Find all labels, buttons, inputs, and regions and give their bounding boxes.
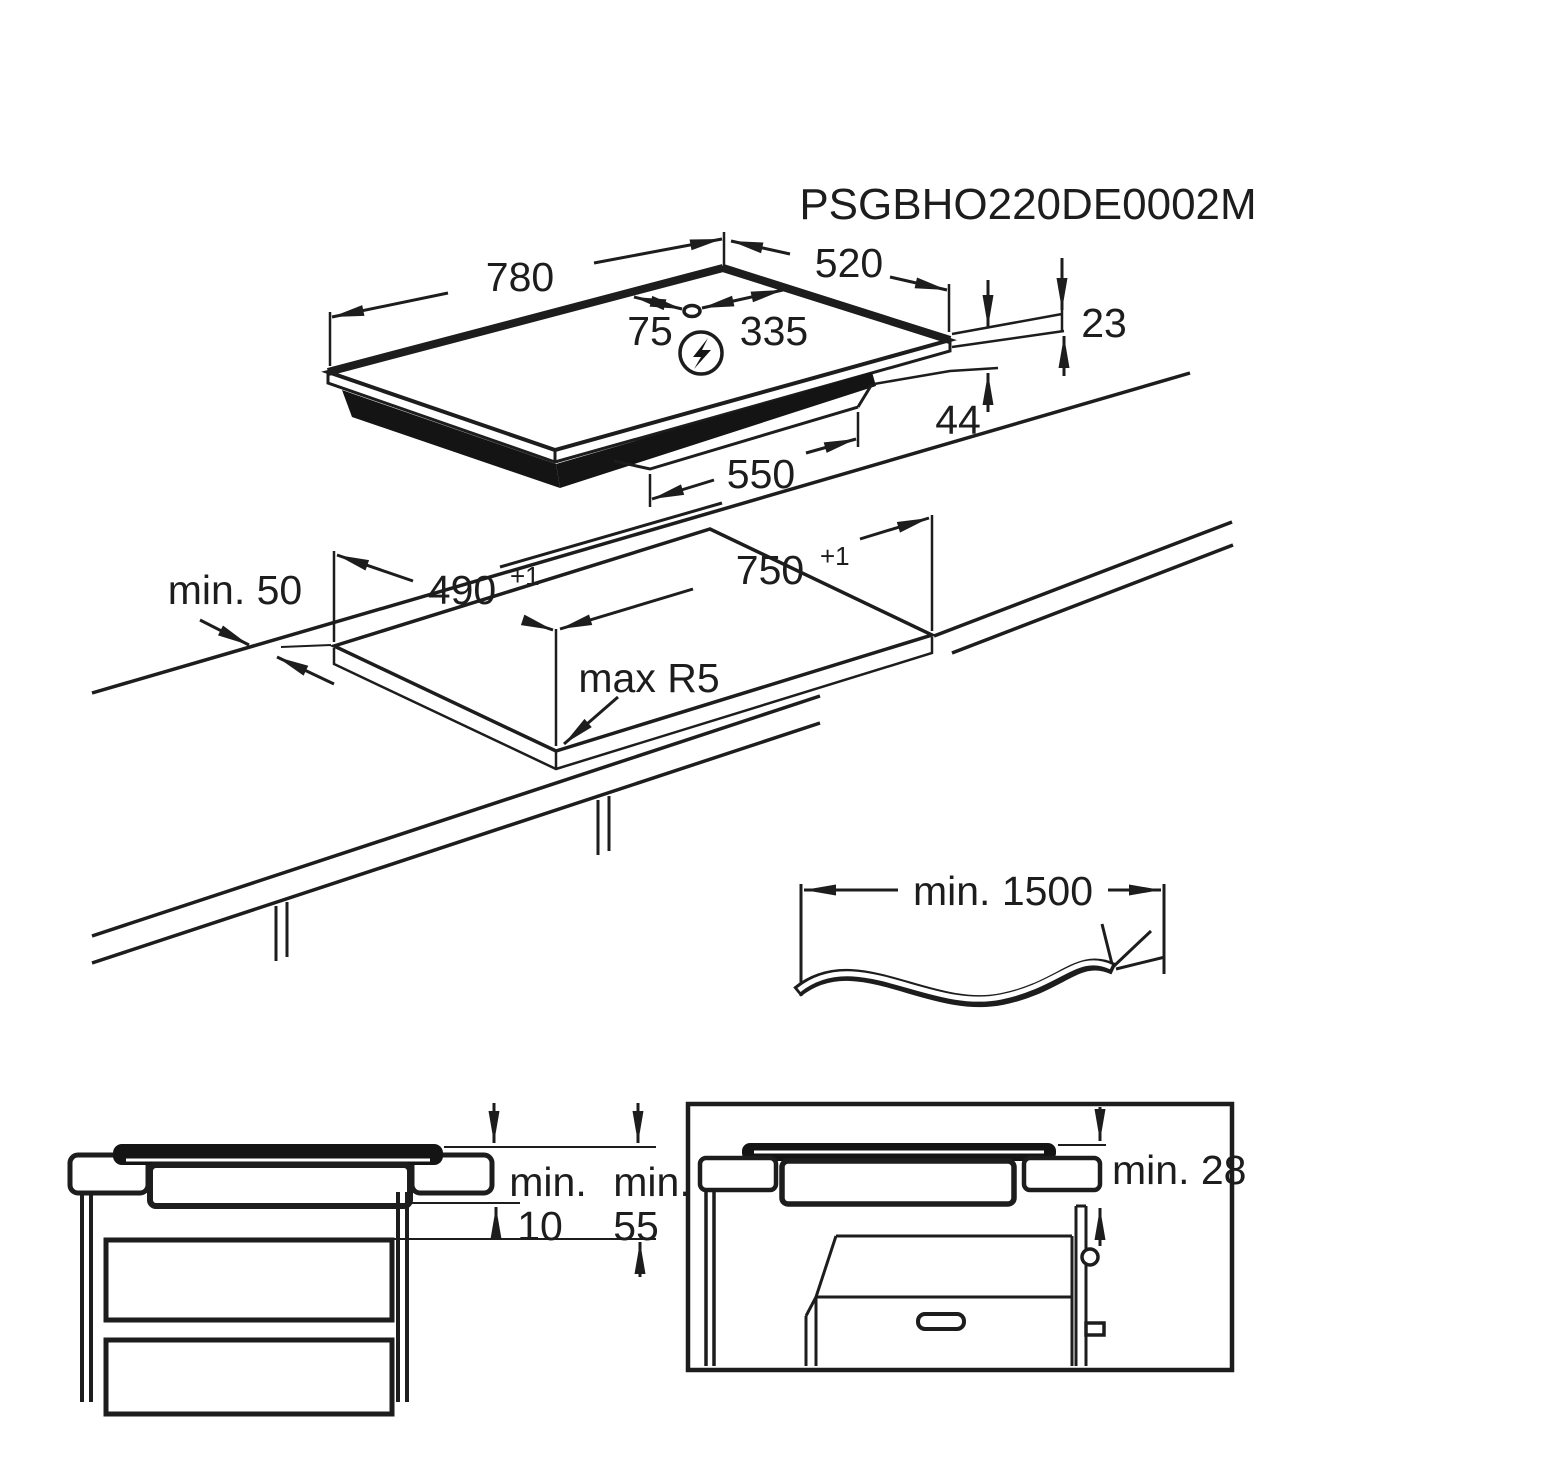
oven-clearance-view: min. 28 [685,1101,1246,1373]
model-number: PSGBHO220DE0002M [799,180,1256,229]
min10-prefix: min. [509,1159,586,1205]
cabinet-legs-2 [704,1190,716,1366]
worktop-front-edge-bottom [91,721,821,965]
dim-520-line-b [889,275,948,292]
min50-arrow-inner [276,655,335,686]
side-panel [1074,1204,1088,1366]
dim-780-label: 780 [486,254,554,300]
dim-750-line-b [859,516,930,541]
panel-knob [1080,1247,1100,1267]
min50-label: min. 50 [168,567,302,613]
dim-490-tolerance: +1 [510,561,540,591]
min50-connector [280,644,332,648]
cutout-extension-lines [332,515,934,746]
dim-335-arrow [701,288,784,310]
min10-value: 10 [517,1203,563,1249]
cabinet-legs [80,1192,409,1402]
cable-bracket-lines [799,884,1166,996]
dim-75-arrow [633,295,683,311]
dim-750-line-a [559,587,694,631]
dim-780-line-a [331,291,449,319]
drawer-front-lower [103,1337,395,1417]
hob-housing-right-face [556,372,876,488]
worktop-back-edge-upper [499,501,723,569]
min50-arrow-outer [199,618,250,647]
cable-gland [682,303,702,319]
cutout-inner-lip [332,637,934,771]
dim-335-label: 335 [740,308,808,354]
dim-23-label: 23 [1081,300,1127,346]
hob-glass-profile [113,1144,443,1165]
ext-lines-550 [648,412,860,507]
oven-handle [916,1312,966,1331]
dim-550-line-a [651,478,715,501]
dim-550-label: 550 [727,451,795,497]
min28-label: min. 28 [1112,1147,1246,1193]
ext-lines-780 [328,232,726,366]
cable-length-view: min. 1500 [793,868,1166,1008]
dim-780-line-b [593,237,723,265]
clearance-ref-lines [393,1146,656,1240]
cable-wire-ends [1100,923,1166,971]
cutout-opening [329,527,937,753]
hob-glass-back-edges [326,264,952,376]
hob-housing-profile-2 [779,1158,1017,1207]
dim-750-tolerance: +1 [820,541,850,571]
dim-550-line-b [805,437,857,455]
maxr5-label: max R5 [578,655,719,701]
worktop-right-section-2 [1021,1155,1103,1193]
dim-520-line-a [730,239,791,256]
cabinet-side-view: min. 10 min. 55 [67,1103,691,1417]
worktop-right-edge-1 [933,520,1233,638]
ref-line-44 [873,366,999,386]
dim-520-label: 520 [815,240,883,286]
worktop-back-edge [91,371,1191,695]
min55-value: 55 [613,1203,659,1249]
mains-cable-core [797,960,1113,1002]
ref-lines-23 [951,309,1065,349]
worktop-right-edge-2 [951,543,1234,655]
dim-490-line-a [336,553,414,583]
dim-750-label: 750 [736,547,804,593]
dim-75-label: 75 [627,308,673,354]
worktop-left-section-2 [697,1155,779,1193]
dim-490-line-b [520,614,554,632]
oven-unit-outline [804,1234,1074,1366]
hob-housing-profile [147,1162,413,1209]
dim-1500-label: min. 1500 [913,868,1093,914]
worktop-front-edge-top [91,694,821,938]
dim-490-label: 490 [428,567,496,613]
worktop-cutout-view: 490 +1 750 +1 min. 50 max R5 [91,371,1234,965]
hob-housing-left-face [342,390,560,488]
hob-housing-bottom-edge [613,383,874,471]
maxr5-arrow [563,695,619,746]
panel-latch [1084,1321,1106,1337]
min55-prefix: min. [613,1159,690,1205]
electrical-connection-icon [678,330,724,376]
hob-glass-thickness [326,340,952,464]
cabinet-wall-ticks [274,796,611,961]
hob-isometric-view: 780 520 75 335 23 44 550 [321,232,1127,507]
drawer-front-upper [103,1237,395,1323]
